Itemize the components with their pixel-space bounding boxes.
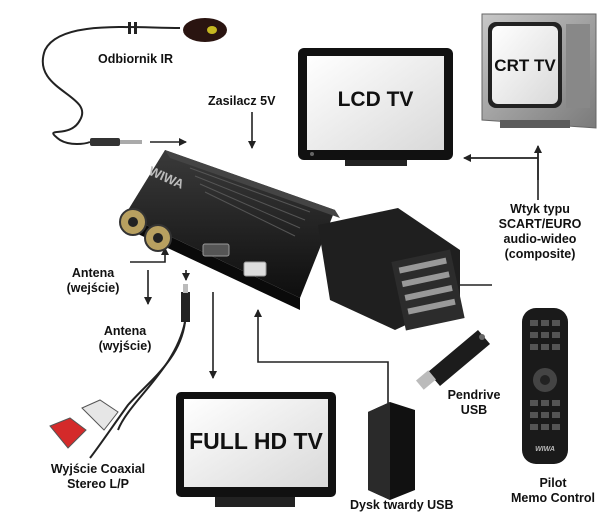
fullhd-tv-icon	[176, 392, 336, 507]
crt-tv-icon	[481, 13, 597, 129]
label-scart: Wtyk typu SCART/EURO audio-wideo (compos…	[490, 202, 590, 262]
label-scart-line2: SCART/EURO	[498, 217, 582, 231]
label-pendrive-line2: USB	[460, 403, 488, 417]
label-antenna-out-line2: (wyjście)	[98, 339, 152, 353]
label-remote-line1: Pilot	[539, 476, 567, 490]
fullhd-tv-screen-text: FULL HD TV	[189, 428, 323, 454]
usb-hdd-icon	[368, 402, 415, 500]
crt-tv-screen-text: CRT TV	[494, 56, 556, 75]
label-ir-receiver: Odbiornik IR	[98, 52, 173, 66]
lcd-tv-icon	[298, 48, 453, 166]
label-antenna-in-line2: (wejście)	[66, 281, 120, 295]
label-antenna-in: Antena (wejście)	[58, 266, 128, 296]
label-coaxial: Wyjście Coaxial Stereo L/P	[28, 462, 168, 492]
label-antenna-out: Antena (wyjście)	[90, 324, 160, 354]
label-scart-line4: (composite)	[504, 247, 576, 261]
label-power-supply: Zasilacz 5V	[208, 94, 276, 108]
usb-pendrive-icon	[416, 330, 490, 390]
label-antenna-in-line1: Antena	[71, 266, 115, 280]
lcd-tv-screen-text: LCD TV	[337, 88, 414, 111]
label-remote: Pilot Memo Control	[508, 476, 598, 506]
connection-arrows	[130, 112, 542, 403]
label-antenna-out-line1: Antena	[103, 324, 147, 338]
label-coaxial-line1: Wyjście Coaxial	[50, 462, 146, 476]
ir-receiver-icon	[41, 18, 227, 146]
label-hdd: Dysk twardy USB	[350, 498, 454, 512]
label-pendrive: Pendrive USB	[444, 388, 504, 418]
label-coaxial-line2: Stereo L/P	[67, 477, 129, 491]
label-pendrive-line1: Pendrive	[447, 388, 501, 402]
remote-control-icon	[522, 308, 568, 464]
label-scart-line1: Wtyk typu	[510, 202, 570, 216]
label-remote-line2: Memo Control	[510, 491, 596, 505]
remote-brand: WIWA	[535, 446, 555, 453]
set-top-box-icon	[119, 150, 465, 331]
coaxial-cable-icon	[49, 284, 190, 459]
label-scart-line3: audio-wideo	[503, 232, 577, 246]
